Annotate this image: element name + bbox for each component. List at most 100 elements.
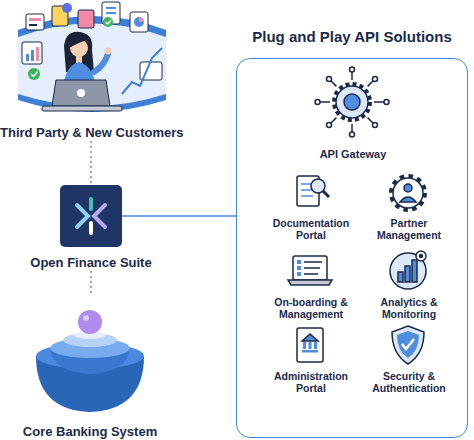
api-gateway-icon-part [373,77,378,82]
customer-illustration-part [76,55,82,63]
suite-logo-part [89,223,93,233]
administration-icon-part [314,342,317,349]
icon-space [354,321,464,370]
customer-illustration-part [130,12,148,32]
security-icon-part [392,326,424,364]
customer-illustration-part [18,16,166,37]
administration-icon-part [303,342,306,349]
icon-space [303,69,403,147]
api-gateway-icon-part [315,100,320,105]
onboarding-icon-part [304,261,322,263]
analytics-icon-part [405,266,410,282]
customer-illustration-part [31,72,38,77]
actor-node: Third Party & New Customers [0,0,180,141]
feature-item: Administration Portal [256,321,366,394]
analytics-icon-part [416,251,426,261]
core-banking-icon-part [74,331,106,339]
icon-space [256,321,366,370]
partner-icon-part [393,178,423,208]
customer-illustration-part [64,32,94,74]
documentation-icon-part [323,191,329,197]
customer-illustration-part [103,17,113,27]
administration-icon [297,328,323,362]
documentation-icon-part [301,189,313,191]
icon-space [256,247,366,296]
feature-item: Analytics & Monitoring [354,247,464,320]
onboarding-icon-part [304,273,318,275]
customer-illustration-part [77,89,85,97]
node-label: Open Finance Suite [11,255,171,271]
security-icon-part [397,331,419,358]
customer-illustration-part [42,106,122,111]
api-gateway-icon-part [334,84,370,120]
node-label: Analytics & Monitoring [366,296,452,320]
node-label: Partner Management [366,217,452,241]
icon-space [0,0,180,125]
api-gateway-icon-part [368,81,374,87]
documentation-icon-part [311,179,325,193]
partner-icon-part [404,184,412,192]
customer-illustration-part [70,39,88,57]
customer-illustration-part [106,7,116,9]
customer-illustration-part [69,38,87,48]
onboarding-icon-part [297,260,301,264]
icon-space [256,171,366,217]
administration-icon-part [309,342,312,349]
analytics-icon-part [420,255,423,258]
api-gateway-icon-part [331,81,337,87]
customer-illustration-part [106,12,116,14]
node-label: Core Banking System [15,424,165,440]
node-label: API Gateway [303,147,403,161]
api-gateway-icon-part [327,77,332,82]
customer-illustration-part [18,16,166,110]
api-gateway-icon-part [320,101,330,103]
customer-illustration-part [28,68,40,80]
customer-illustration-part [26,14,44,30]
core-banking-icon-part [36,343,144,369]
customer-illustration-part [18,94,166,112]
security-icon-part [402,339,414,349]
suite-logo-part [77,205,88,227]
customer-illustration-part [62,62,98,102]
core-banking-icon-part [50,348,130,374]
api-gateway-icon-part [327,123,332,128]
connector-line [90,271,92,296]
onboarding-icon [288,256,332,285]
core-banking-icon-part [83,315,89,321]
suite-logo-part [89,199,93,209]
onboarding-icon-part [293,256,327,280]
customer-illustration-part [140,62,162,80]
api-gateway-icon-part [374,101,384,103]
api-gateway-icon-part [351,124,353,132]
customer-illustration-part [102,2,120,24]
icon-space [354,171,464,217]
api-gateway-icon-part [373,123,378,128]
icon-space [15,296,165,424]
api-gateway-icon-part [336,86,368,118]
icon-space [354,247,464,296]
documentation-icon-part [301,195,313,197]
customer-illustration-part [134,17,144,27]
partner-icon-part [400,197,416,202]
api-gateway-icon [315,67,389,137]
api-gateway-icon-part [350,132,355,137]
feature-item: API Gateway [303,69,403,161]
customer-illustration-part [31,50,34,61]
analytics-icon [390,251,426,289]
api-gateway-icon-part [344,94,360,110]
analytics-icon-part [390,253,426,289]
api-gateway-icon-part [331,118,337,124]
onboarding-icon-part [288,280,332,285]
documentation-icon-part [297,176,319,206]
customer-illustration-part [105,48,112,55]
feature-item: Security & Authentication [354,321,464,394]
customer-illustration [18,2,166,112]
suite-logo [77,199,105,233]
api-gateway-icon-part [350,67,355,72]
partner-icon-part [391,176,425,210]
api-gateway-icon-part [368,118,374,124]
feature-item: Partner Management [354,171,464,241]
node-label: Administration Portal [268,370,354,394]
